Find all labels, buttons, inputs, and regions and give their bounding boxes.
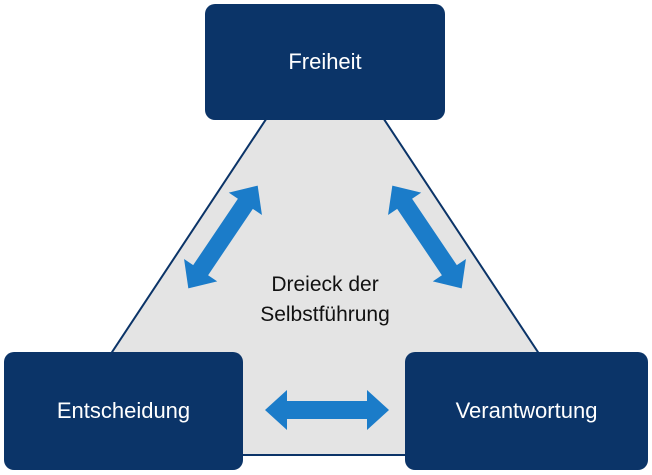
triangle: [42, 28, 608, 456]
node-entscheidung: Entscheidung: [4, 352, 243, 470]
node-freiheit: Freiheit: [205, 4, 445, 120]
center-label-line2: Selbstführung: [260, 303, 390, 326]
node-verantwortung: Verantwortung: [405, 352, 648, 470]
center-label-line1: Dreieck der: [271, 273, 379, 296]
center-label: Dreieck der Selbstführung: [225, 270, 425, 330]
